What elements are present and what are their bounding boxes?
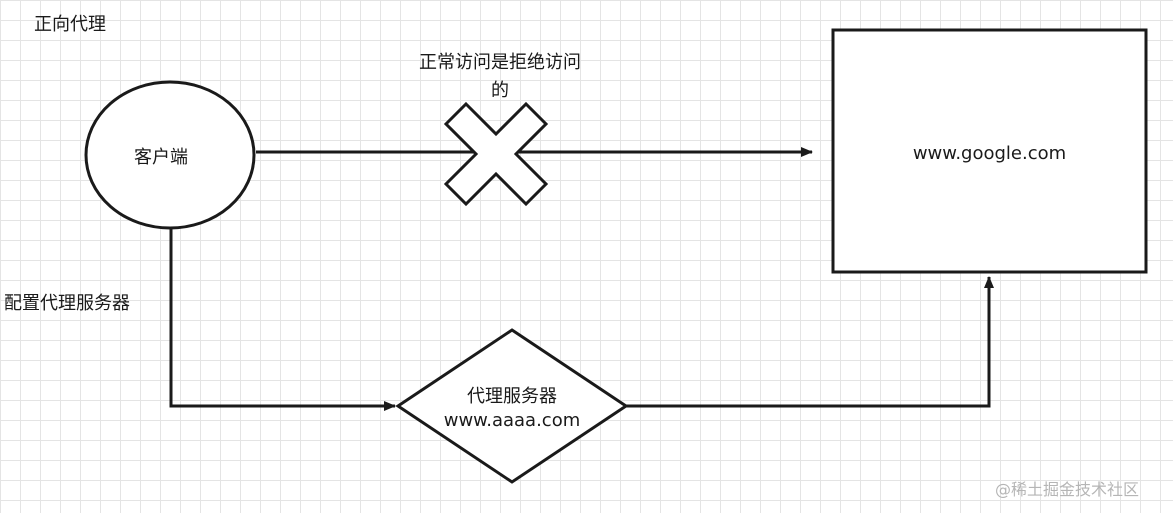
blocked-note-line2: 的	[491, 80, 509, 101]
client-label: 客户端	[134, 147, 188, 168]
google-label: www.google.com	[912, 143, 1067, 164]
configure-proxy-label: 配置代理服务器	[4, 293, 130, 314]
blocked-x-icon	[443, 101, 549, 207]
proxy-label-line1: 代理服务器	[467, 386, 557, 407]
proxy-label-line2: www.aaaa.com	[443, 410, 581, 431]
proxy-to-google-connector	[626, 276, 994, 408]
watermark: @稀土掘金技术社区	[995, 480, 1140, 499]
google-node	[831, 28, 1148, 274]
diagram-title: 正向代理	[34, 14, 106, 35]
proxy-node	[395, 328, 629, 484]
blocked-note-line1: 正常访问是拒绝访问	[419, 52, 581, 73]
client-to-proxy-connector	[169, 228, 396, 411]
